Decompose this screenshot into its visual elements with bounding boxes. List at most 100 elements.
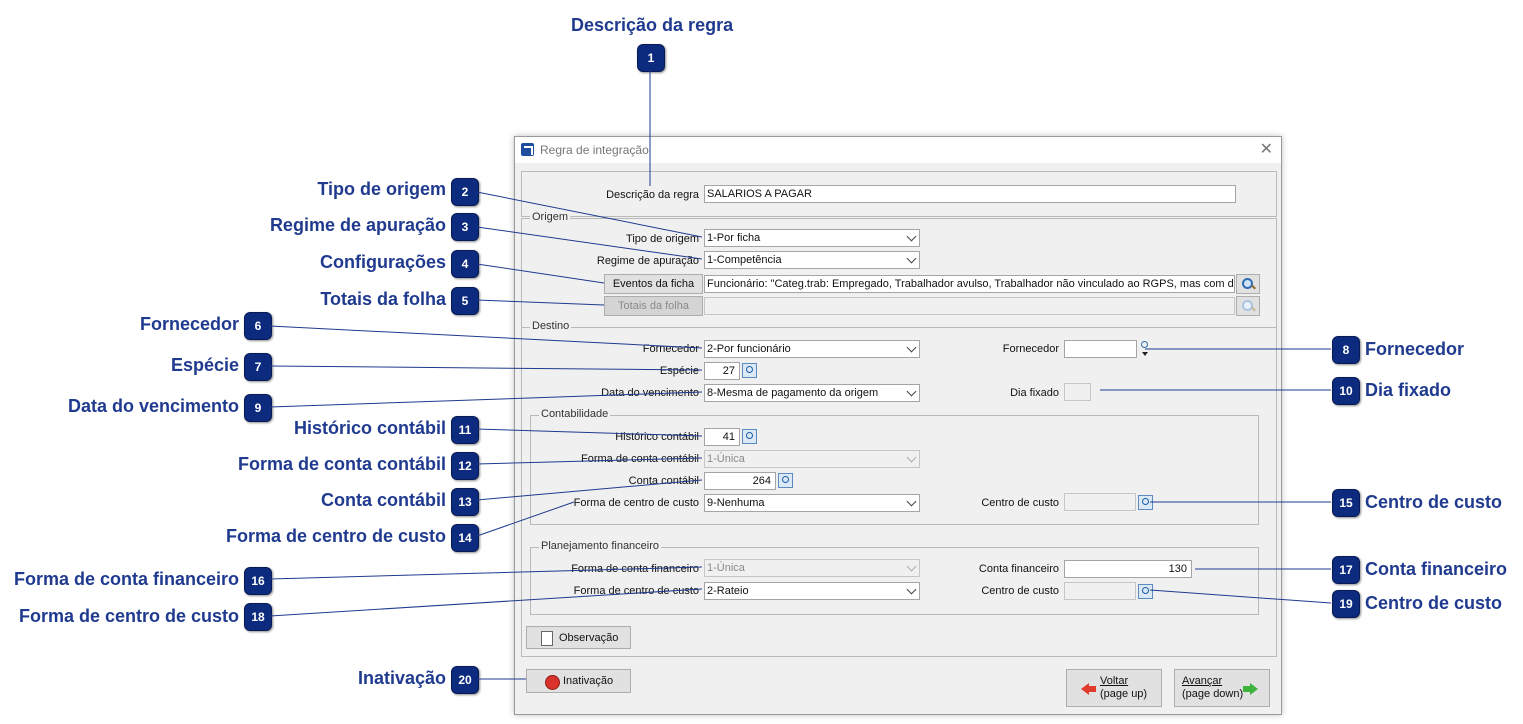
forma-centro-custo-fin-label: Forma de centro de custo xyxy=(573,585,699,597)
voltar-line1: Voltar xyxy=(1100,675,1129,687)
fornecedor-forma-value: 2-Por funcionário xyxy=(707,343,791,355)
arrow-right-icon xyxy=(1250,683,1258,695)
forma-centro-custo-label: Forma de centro de custo xyxy=(573,497,699,509)
observacao-button-label: Observação xyxy=(559,631,619,644)
forma-conta-financeiro-value: 1-Única xyxy=(707,562,745,574)
regime-label: Regime de apuração xyxy=(596,255,699,267)
fornecedor-forma-label: Fornecedor xyxy=(642,343,699,355)
forma-conta-contabil-value: 1-Única xyxy=(707,453,745,465)
annotation-label: Totais da folha xyxy=(320,289,446,309)
annotation-badge: 18 xyxy=(244,603,272,631)
avancar-line2: (page down) xyxy=(1182,688,1244,700)
voltar-button[interactable]: Voltar(page up) xyxy=(1066,669,1162,707)
regime-value: 1-Competência xyxy=(707,254,782,266)
centro-custo-fin-label: Centro de custo xyxy=(981,585,1059,597)
annotation-label: Dia fixado xyxy=(1365,380,1452,400)
fornecedor-forma-select[interactable]: 2-Por funcionário xyxy=(704,340,920,358)
conta-financeiro-label: Conta financeiro xyxy=(978,563,1059,575)
eventos-ficha-field: Funcionário: "Categ.trab: Empregado, Tra… xyxy=(704,275,1235,293)
vencimento-label: Data do vencimento xyxy=(601,387,699,399)
especie-label: Espécie xyxy=(659,365,699,377)
annotation-label: Forma de conta contábil xyxy=(237,454,446,474)
centro-custo-input[interactable] xyxy=(1064,493,1136,511)
forma-centro-custo-select[interactable]: 9-Nenhuma xyxy=(704,494,920,512)
annotation-label: Tipo de origem xyxy=(317,179,446,199)
annotation-label: Configurações xyxy=(319,252,446,272)
lookup-icon[interactable] xyxy=(742,363,757,378)
conta-contabil-input[interactable]: 264 xyxy=(704,472,776,490)
forma-conta-contabil-select[interactable]: 1-Única xyxy=(704,450,920,468)
annotation-badge: 8 xyxy=(1332,336,1360,364)
annotation-badge: 9 xyxy=(244,394,272,422)
voltar-line2: (page up) xyxy=(1100,688,1148,700)
historico-input[interactable]: 41 xyxy=(704,428,740,446)
annotation-badge: 10 xyxy=(1332,377,1360,405)
descricao-input[interactable]: SALARIOS A PAGAR xyxy=(704,185,1236,203)
chevron-down-icon xyxy=(906,584,917,595)
forma-conta-financeiro-select[interactable]: 1-Única xyxy=(704,559,920,577)
centro-custo-label: Centro de custo xyxy=(981,497,1059,509)
planejamento-group: Planejamento financeiro xyxy=(530,540,1259,615)
annotation-badge: 20 xyxy=(451,666,479,694)
dia-fixado-label: Dia fixado xyxy=(1010,387,1059,399)
lookup-icon[interactable] xyxy=(778,473,793,488)
lookup-icon[interactable] xyxy=(742,429,757,444)
destino-legend: Destino xyxy=(530,320,572,332)
chevron-down-icon xyxy=(906,253,917,264)
avancar-button[interactable]: Avançar(page down) xyxy=(1174,669,1270,707)
vencimento-select[interactable]: 8-Mesma de pagamento da origem xyxy=(704,384,920,402)
dialog-window: Regra de integração ✕ Descrição da regra… xyxy=(514,136,1282,715)
observacao-button[interactable]: Observação xyxy=(526,626,631,649)
tipo-origem-select[interactable]: 1-Por ficha xyxy=(704,229,920,247)
chevron-down-icon xyxy=(906,386,917,397)
annotation-badge: 12 xyxy=(451,452,479,480)
forma-centro-custo-value: 9-Nenhuma xyxy=(707,497,765,509)
annotation-badge: 7 xyxy=(244,353,272,381)
arrow-left-icon xyxy=(1081,683,1089,695)
annotation-badge: 2 xyxy=(451,178,479,206)
annotation-label: Centro de custo xyxy=(1365,492,1503,512)
annotation-label: Forma de centro de custo xyxy=(225,526,446,546)
origem-legend: Origem xyxy=(530,211,571,223)
tipo-origem-value: 1-Por ficha xyxy=(707,232,761,244)
annotation-label: Forma de centro de custo xyxy=(18,606,239,626)
annotation-label: Fornecedor xyxy=(139,314,239,334)
annotation-badge: 17 xyxy=(1332,556,1360,584)
annotation-badge: 15 xyxy=(1332,489,1360,517)
eventos-ficha-button[interactable]: Eventos da ficha xyxy=(604,274,703,294)
lookup-icon[interactable] xyxy=(1138,584,1153,599)
close-icon[interactable]: ✕ xyxy=(1259,141,1273,158)
inativacao-button[interactable]: Inativação xyxy=(526,669,631,693)
annotation-label: Histórico contábil xyxy=(293,418,446,438)
search-icon[interactable] xyxy=(1236,274,1260,294)
totais-folha-button[interactable]: Totais da folha xyxy=(604,296,703,316)
annotation-label: Descrição da regra xyxy=(571,15,734,35)
forma-centro-custo-fin-value: 2-Rateio xyxy=(707,585,749,597)
annotation-badge: 11 xyxy=(451,416,479,444)
chevron-down-icon xyxy=(906,452,917,463)
search-icon[interactable] xyxy=(1236,296,1260,316)
annotation-badge: 4 xyxy=(451,250,479,278)
annotation-badge: 13 xyxy=(451,488,479,516)
arrow-right-icon-tail xyxy=(1243,686,1250,692)
annotation-badge: 16 xyxy=(244,567,272,595)
annotation-label: Centro de custo xyxy=(1365,593,1503,613)
dia-fixado-input[interactable] xyxy=(1064,383,1091,401)
annotation-badge: 1 xyxy=(637,44,665,72)
annotation-label: Data do vencimento xyxy=(67,396,239,416)
regime-select[interactable]: 1-Competência xyxy=(704,251,920,269)
conta-financeiro-input[interactable]: 130 xyxy=(1064,560,1192,578)
annotation-badge: 5 xyxy=(451,287,479,315)
conta-contabil-label: Conta contábil xyxy=(628,475,699,487)
tipo-origem-label: Tipo de origem xyxy=(626,233,699,245)
fornecedor-label: Fornecedor xyxy=(1002,343,1059,355)
centro-custo-fin-input[interactable] xyxy=(1064,582,1136,600)
forma-centro-custo-fin-select[interactable]: 2-Rateio xyxy=(704,582,920,600)
especie-input[interactable]: 27 xyxy=(704,362,740,380)
fornecedor-input[interactable] xyxy=(1064,340,1137,358)
chevron-down-icon xyxy=(906,496,917,507)
document-icon xyxy=(541,631,553,646)
search-dropdown-icon[interactable] xyxy=(1140,340,1150,358)
lookup-icon[interactable] xyxy=(1138,495,1153,510)
annotation-label: Regime de apuração xyxy=(269,215,446,235)
